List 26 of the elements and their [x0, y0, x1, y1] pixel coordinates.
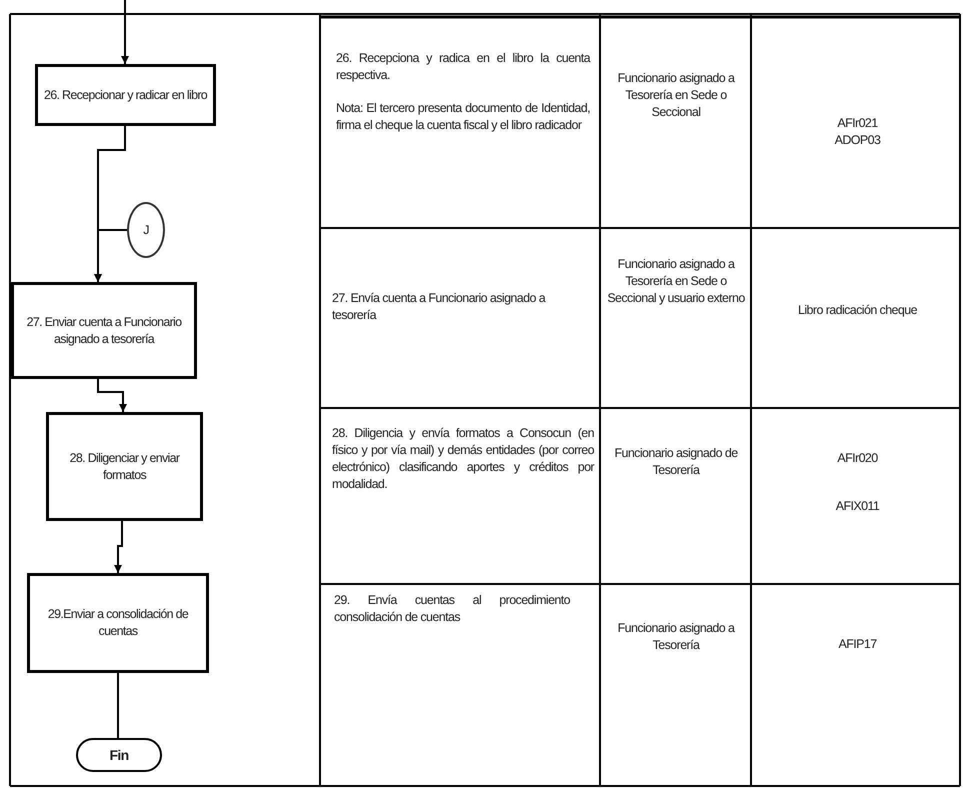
- incoming-arrow: [121, 0, 129, 64]
- process-box: 26. Recepcionar y radicar en libro: [35, 64, 216, 126]
- responsible-text: Funcionario asignado a Tesorería en Sede o Seccional: [616, 70, 736, 121]
- document-code: Libro radicación cheque: [797, 302, 918, 319]
- arrow: [97, 379, 127, 412]
- process-box: 29.Enviar a consolidación de cuentas: [27, 573, 209, 673]
- note-text: Nota: El tercero presenta documento de Identidad, firma el cheque la cuenta fiscal y el libro radicador: [336, 100, 590, 134]
- arrow: [94, 229, 127, 282]
- responsible-text: Funcionario asignado a Tesorería en Sede o Seccional y usuario externo: [606, 256, 746, 307]
- process-box: 28. Diligenciar y enviar formatos: [46, 412, 203, 521]
- document-code: AFIr020: [836, 450, 879, 467]
- document-code: ADOP03: [834, 132, 882, 149]
- document-code: AFIX011: [834, 498, 880, 515]
- description-text: 27. Envía cuenta a Funcionario asignado a tesorería: [332, 290, 547, 324]
- process-box: 27. Enviar cuenta a Funcionario asignado a tesorería: [11, 282, 197, 379]
- responsible-text: Funcionario asignado de Tesorería: [613, 445, 739, 479]
- connector-line: [117, 673, 119, 738]
- arrow: [114, 521, 123, 573]
- responsible-text: Funcionario asignado a Tesorería: [616, 620, 736, 654]
- document-code: AFIr021: [836, 115, 879, 132]
- terminator: Fin: [76, 738, 162, 772]
- connector-circle: J: [127, 202, 165, 258]
- description-text: 26. Recepciona y radica en el libro la cuenta respectiva.: [336, 50, 590, 84]
- description-text: 29. Envía cuentas al procedimiento consolidación de cuentas: [334, 592, 570, 626]
- document-code: AFIP17: [837, 636, 878, 653]
- description-text: 28. Diligencia y envía formatos a Consocun (en físico y por vía mail) y demás entidades (por correo electrónico) clasificando aportes y créditos por modalidad.: [332, 425, 594, 493]
